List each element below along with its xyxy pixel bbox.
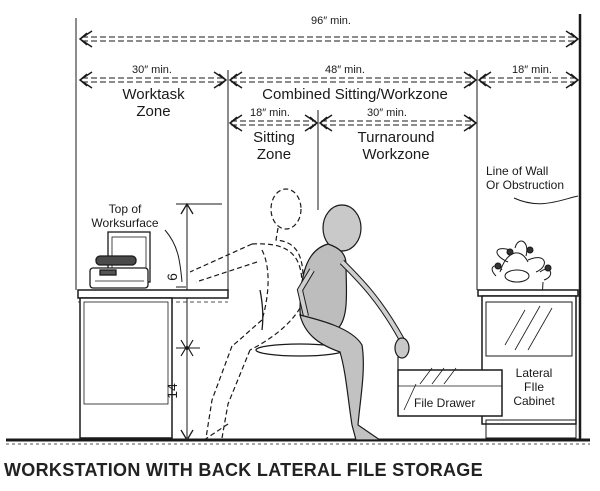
worksurface-label-line1: Top of: [108, 202, 142, 216]
worksurface-label-line2: Worksurface: [91, 216, 159, 230]
height-dimension: [176, 202, 222, 442]
dim-18-sitting-label: 18″ min.: [250, 107, 290, 119]
dim-18-rear-label: 18″ min.: [512, 64, 552, 76]
sitting-zone-line2: Zone: [256, 146, 292, 163]
sitting-zone-label: Sitting Zone: [236, 129, 312, 163]
worktask-zone-label: Worktask Zone: [106, 86, 201, 120]
turnaround-zone-line2: Workzone: [362, 146, 430, 163]
combined-zone-label: Combined Sitting/Workzone: [262, 86, 448, 103]
dim-30-worktask-label: 30″ min.: [132, 64, 172, 76]
sitting-zone-line1: Sitting: [253, 129, 295, 146]
worktask-zone-line2: Zone: [136, 103, 171, 120]
dim-30-turnaround-label: 30″ min.: [367, 107, 407, 119]
cabinet-label-line1: Lateral: [515, 366, 553, 380]
turning-figure: [296, 204, 410, 441]
wall-label: Line of Wall Or Obstruction: [486, 164, 564, 192]
cabinet-label-line2: FIle: [523, 380, 544, 394]
desk: [77, 289, 229, 439]
seated-figure-dashed: [189, 188, 304, 441]
worktask-zone-line1: Worktask: [122, 86, 185, 103]
turnaround-zone-line1: Turnaround: [357, 129, 435, 146]
diagram-caption: WORKSTATION WITH BACK LATERAL FILE STORA…: [4, 460, 483, 480]
zone-boundary-lines: [75, 18, 478, 290]
worksurface-label: Top of Worksurface: [82, 202, 168, 230]
dim-96-label: 96″ min.: [308, 16, 354, 27]
floor-line: [6, 438, 590, 445]
turnaround-zone-label: Turnaround Workzone: [340, 129, 452, 163]
dim-48-label: 48″ min.: [325, 64, 365, 76]
file-drawer-label: File Drawer: [412, 396, 478, 410]
height-14-label: 14: [163, 383, 180, 399]
height-6-label: 6: [163, 273, 180, 281]
wall-label-line1: Line of Wall: [486, 164, 549, 178]
wall-label-line2: Or Obstruction: [486, 178, 565, 192]
cabinet-label: Lateral FIle Cabinet: [508, 366, 560, 408]
dimension-lines: [78, 30, 580, 132]
plant: [491, 240, 552, 283]
cabinet-label-line3: Cabinet: [513, 394, 555, 408]
desk-equipment: [89, 231, 151, 289]
